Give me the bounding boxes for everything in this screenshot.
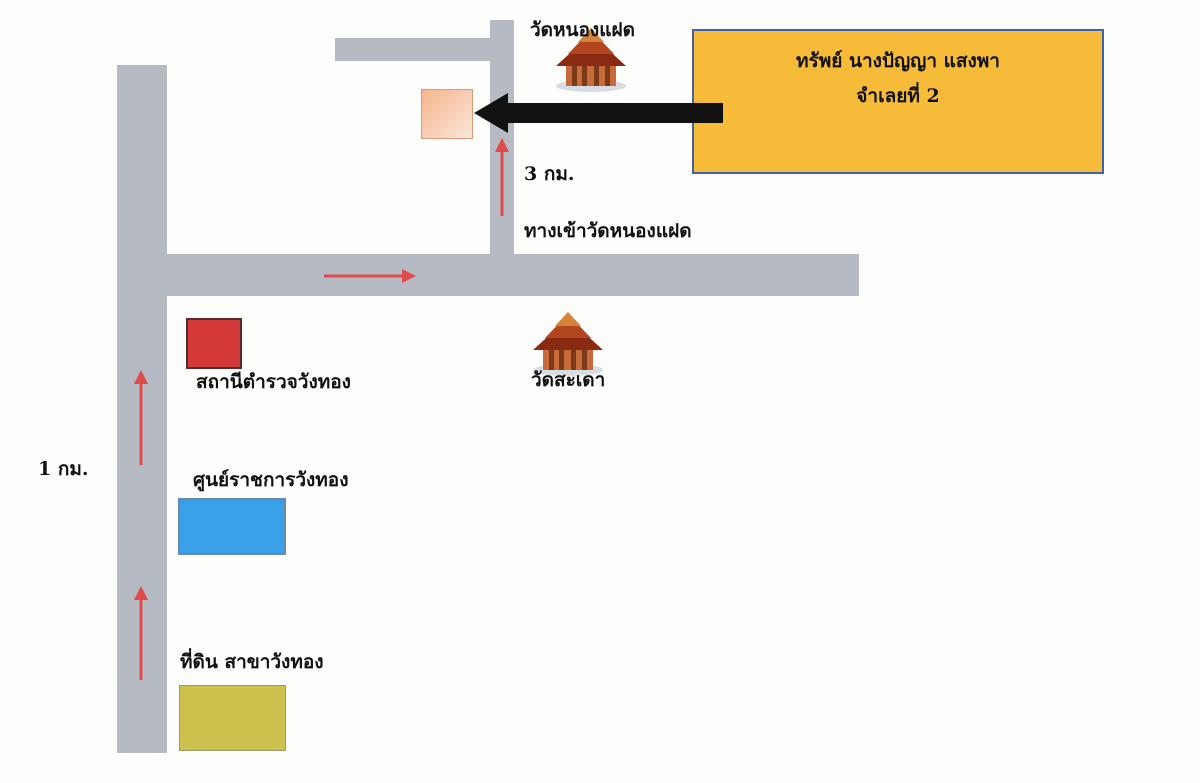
- police-station-label: สถานีตำรวจวังทอง: [196, 371, 351, 393]
- owner-name: ทรัพย์ นางปัญญา แสงพา: [796, 50, 1000, 72]
- land-office-label: ที่ดิน สาขาวังทอง: [180, 651, 324, 673]
- temple-north-icon: [556, 28, 626, 92]
- main-road-horizontal: [167, 254, 859, 296]
- temple-north-label: วัดหนองแฝด: [530, 19, 635, 41]
- distance-main-label: 1 กม.: [38, 458, 89, 480]
- route-arrow-upper: [134, 370, 148, 465]
- route-arrow-lower: [134, 586, 148, 680]
- temple-south-icon: [533, 312, 603, 376]
- government-center-label: ศูนย์ราชการวังทอง: [193, 469, 349, 491]
- route-arrow-north: [495, 138, 509, 216]
- owner-defendant: จำเลยที่ 2: [856, 85, 940, 107]
- government-center-marker: [178, 498, 286, 555]
- owner-info-box: ทรัพย์ นางปัญญา แสงพา จำเลยที่ 2: [692, 29, 1104, 174]
- property-marker: [421, 89, 473, 139]
- police-station-marker: [186, 318, 242, 369]
- land-office-marker: [179, 685, 286, 751]
- property-pointer-arrow: [474, 93, 723, 133]
- temple-south-label: วัดสะเดา: [531, 369, 606, 391]
- route-arrow-east: [324, 269, 416, 283]
- distance-north-label: 3 กม.: [524, 163, 575, 185]
- temple-side-road: [335, 38, 490, 61]
- temple-entrance-label: ทางเข้าวัดหนองแฝด: [524, 220, 692, 242]
